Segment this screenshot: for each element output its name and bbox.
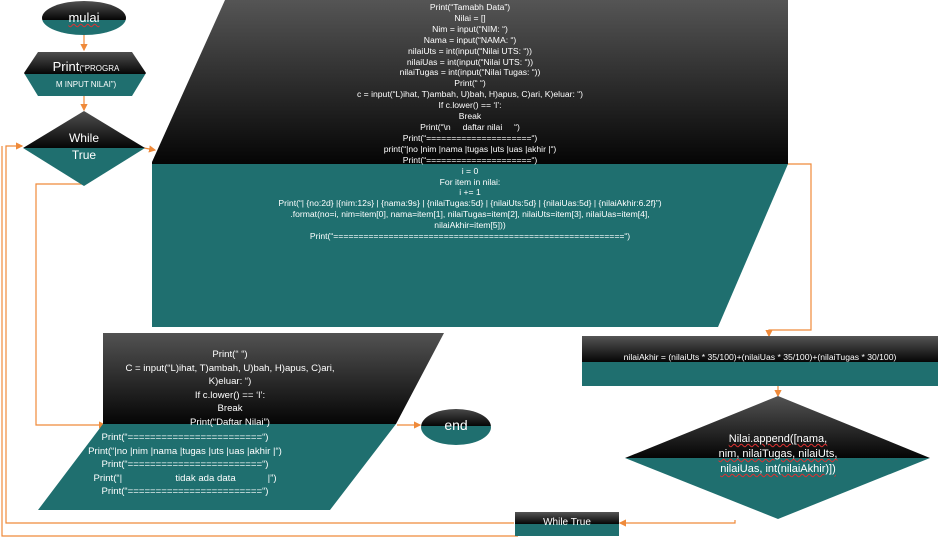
view-line: Print(“========================“): [101, 432, 269, 443]
arrow-while-to-view-block: [35, 183, 107, 429]
view-data-text: Print(“ “) C = input(“L)ihat, T)ambah, U…: [100, 348, 360, 430]
while-label: While True: [44, 130, 124, 164]
add-data-text: Print(“Tamabh Data”) Nilai = [] Nim = in…: [225, 2, 715, 242]
arrow-add-block-to-calc: [765, 163, 812, 338]
while-true-box: [515, 512, 619, 536]
add-line: Print(“=====================“): [402, 154, 538, 165]
view-line: Print(“========================“): [101, 486, 269, 498]
view-line: Print(“ “): [212, 349, 248, 360]
add-line: Nilai = []: [454, 12, 486, 23]
end-text: end: [444, 417, 468, 433]
view-line: Print(“|no |nim |nama |tugas |uts |uas |…: [88, 445, 282, 457]
print-title-shape: [24, 52, 146, 96]
arrow-loop-back-outer: [1, 146, 518, 537]
append-line: nilaiUas, int(nilaiAkhir)]): [720, 463, 836, 475]
print-title-label: Print(“PROGRA M INPUT NILAI”): [28, 60, 144, 92]
view-line: If c.lower() == ‘l’:: [194, 389, 266, 401]
add-line: print(“|no |nim |nama |tugas |uts |uas |…: [383, 143, 557, 154]
add-line: Print(“| {no:2d} |{nim:12s} | {nama:9s} …: [278, 198, 662, 209]
add-line: nilaiTugas = int(input(“Nilai Tugas: “)): [399, 67, 541, 78]
add-line: .format(no=i, nim=item[0], nama=item[1],…: [290, 209, 650, 220]
view-data-text-lower: Print(“========================“) Print(…: [40, 431, 330, 499]
add-line: i += 1: [459, 187, 481, 198]
end-terminal: [421, 409, 491, 445]
add-line: nilaiUas = int(input(“Nilai UTS: “)): [406, 56, 534, 67]
start-text: mulai: [68, 10, 100, 25]
view-line: Break: [217, 403, 243, 415]
arrow-loop-back: [5, 142, 514, 524]
add-line: Break: [458, 111, 482, 122]
add-line: nilaiAkhir=item[5])): [434, 220, 506, 231]
add-line: Print(“Tamabh Data”): [429, 2, 511, 12]
add-line: Print(“=================================…: [309, 231, 631, 242]
calc-text: nilaiAkhir = (nilaiUts * 35/100)+(nilaiU…: [582, 352, 938, 362]
start-terminal: [42, 1, 126, 35]
add-line: Nama = input(“NAMA: “): [423, 34, 517, 45]
while-true-text: While True: [543, 517, 591, 528]
arrow-while-to-add-block: [143, 145, 157, 153]
add-line: i = 0: [461, 165, 479, 176]
add-line: Print(“ “): [454, 78, 486, 89]
start-label: mulai: [42, 10, 126, 25]
arrow-append-to-while-true: [618, 519, 736, 527]
print-title-part-2: M INPUT NILAI”): [55, 80, 117, 89]
view-line: Print(“| tidak ada data |”): [93, 472, 277, 484]
calc-process: [582, 336, 938, 386]
end-label: end: [421, 417, 491, 433]
add-line: c = input(“L)ihat, T)ambah, U)bah, H)apu…: [357, 89, 583, 100]
add-line: nilaiUts = int(input(“Nilai UTS: “)): [408, 45, 532, 56]
add-line: Nim = input(“NIM: “): [432, 23, 508, 34]
append-line: Nilai.append([nama,: [728, 433, 828, 445]
append-line: nim, nilaiTugas, nilaiUts,: [718, 448, 838, 460]
add-line: For item in nilai:: [439, 176, 501, 187]
print-keyword: Print: [52, 59, 80, 74]
add-line: If c.lower() == ‘l’:: [438, 100, 502, 111]
add-line: Print(“\n daftar nilai “): [420, 121, 520, 132]
while-text-1: While: [68, 131, 99, 145]
add-line: Print(“=====================“): [402, 132, 538, 143]
add-data-block: [152, 0, 788, 327]
print-title-part-1: (“PROGRA: [79, 64, 120, 73]
append-text: Nilai.append([nama, nim, nilaiTugas, nil…: [668, 432, 888, 477]
connectors: [1, 34, 812, 537]
while-text-2: True: [71, 148, 97, 162]
while-true-label: While True: [515, 517, 619, 528]
view-line: K)eluar: “): [208, 376, 252, 388]
calc-line: nilaiAkhir = (nilaiUts * 35/100)+(nilaiU…: [623, 352, 897, 362]
view-line: Print(“========================“): [101, 459, 269, 471]
view-line: Print(“Daftar Nilai”): [190, 416, 270, 428]
view-line: C = input(“L)ihat, T)ambah, U)bah, H)apu…: [125, 362, 335, 374]
